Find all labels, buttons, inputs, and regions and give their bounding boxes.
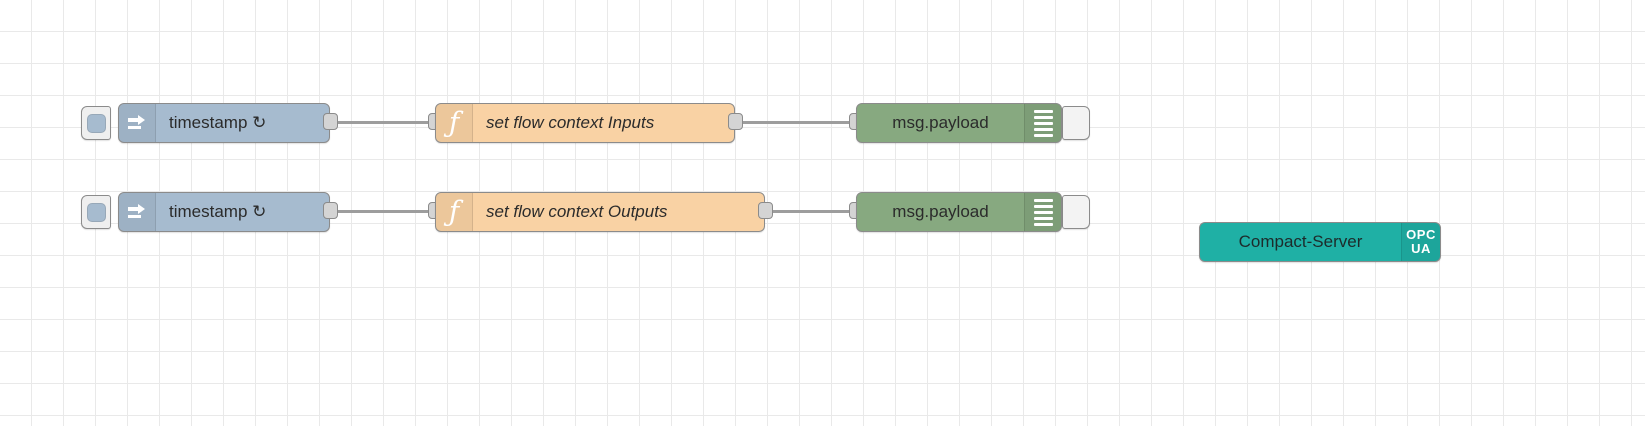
inject-arrow-icon bbox=[119, 104, 156, 142]
inject-output-port-row2[interactable] bbox=[323, 202, 338, 219]
inject-button-glyph bbox=[86, 202, 106, 222]
function-node-row2[interactable]: ƒ set flow context Outputs bbox=[435, 192, 765, 232]
wire-inject-to-function-row1[interactable] bbox=[330, 121, 434, 124]
function-node-label: set flow context Inputs bbox=[486, 113, 655, 132]
function-node-row1[interactable]: ƒ set flow context Inputs bbox=[435, 103, 735, 143]
opcua-server-node[interactable]: Compact-Server OPC UA bbox=[1199, 222, 1441, 262]
function-node-label: set flow context Outputs bbox=[486, 202, 668, 221]
debug-node-label: msg.payload bbox=[892, 113, 989, 132]
inject-trigger-button-row1[interactable] bbox=[81, 106, 111, 140]
inject-node-label: timestamp ↻ bbox=[169, 113, 267, 132]
opc-ua-icon-line2: UA bbox=[1411, 241, 1431, 256]
wire-function-to-debug-row1[interactable] bbox=[733, 121, 857, 124]
debug-node-row2[interactable]: msg.payload bbox=[856, 192, 1062, 232]
debug-lines-icon bbox=[1024, 104, 1061, 142]
opcua-server-label: Compact-Server bbox=[1238, 232, 1363, 251]
inject-node-label: timestamp ↻ bbox=[169, 202, 267, 221]
opc-ua-icon: OPC UA bbox=[1401, 223, 1440, 261]
wire-inject-to-function-row2[interactable] bbox=[330, 210, 434, 213]
function-output-port-row1[interactable] bbox=[728, 113, 743, 130]
opc-ua-icon-line1: OPC bbox=[1406, 227, 1436, 243]
debug-lines-icon bbox=[1024, 193, 1061, 231]
debug-node-label: msg.payload bbox=[892, 202, 989, 221]
inject-node-row1[interactable]: timestamp ↻ bbox=[118, 103, 330, 143]
debug-node-row1[interactable]: msg.payload bbox=[856, 103, 1062, 143]
inject-output-port-row1[interactable] bbox=[323, 113, 338, 130]
inject-arrow-icon bbox=[119, 193, 156, 231]
wire-function-to-debug-row2[interactable] bbox=[763, 210, 857, 213]
function-f-icon: ƒ bbox=[436, 193, 473, 231]
function-f-icon: ƒ bbox=[436, 104, 473, 142]
debug-enable-toggle-row1[interactable] bbox=[1062, 106, 1090, 140]
inject-node-row2[interactable]: timestamp ↻ bbox=[118, 192, 330, 232]
function-output-port-row2[interactable] bbox=[758, 202, 773, 219]
inject-trigger-button-row2[interactable] bbox=[81, 195, 111, 229]
debug-enable-toggle-row2[interactable] bbox=[1062, 195, 1090, 229]
inject-button-glyph bbox=[86, 113, 106, 133]
